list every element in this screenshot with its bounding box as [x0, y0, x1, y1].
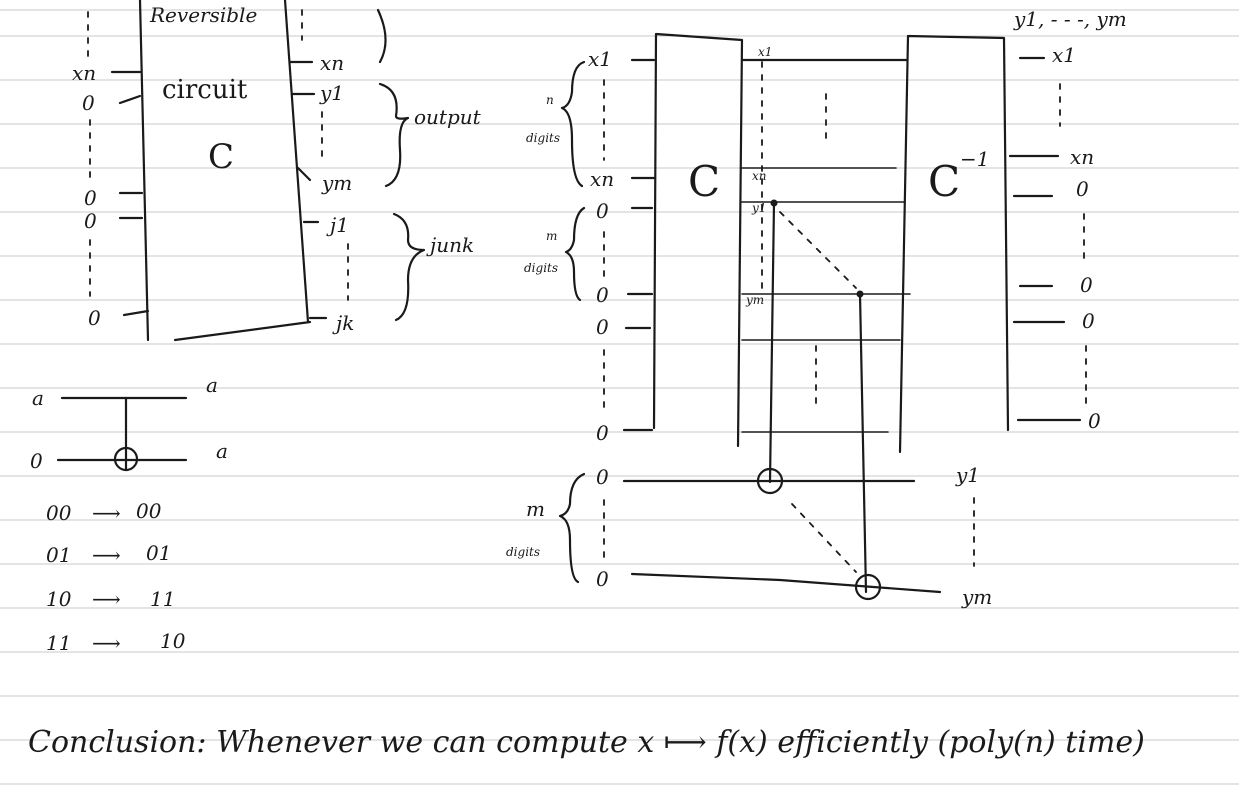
output-zero-4: 0 [1088, 409, 1101, 433]
cnot-target-out: a [216, 439, 228, 463]
cnot-control-in: a [32, 386, 44, 410]
junk-brace-label: junk [426, 233, 474, 257]
bottom-brace-m-label: m [526, 497, 545, 521]
ancilla-zero-2: 0 [596, 567, 609, 591]
junk-brace [392, 212, 426, 322]
output-y1: y1 [955, 463, 980, 487]
truth-row-3-out: 11 [150, 587, 175, 611]
svg-text:⟶: ⟶ [92, 543, 121, 567]
top-right-label: y1, - - -, ym [1013, 7, 1127, 31]
truth-row-4-in: 11 [46, 631, 71, 655]
input-xn: xn [590, 167, 614, 191]
output-zero-2: 0 [1080, 273, 1093, 297]
cnot-target-y1 [756, 467, 784, 495]
bottom-brace-m [558, 472, 586, 584]
left-box-title-top: Reversible [149, 3, 257, 27]
box-cinv-label: C [928, 157, 960, 206]
truth-row-1-out: 00 [136, 499, 162, 523]
left-output-jk: jk [332, 311, 354, 335]
truth-row-2-out: 01 [146, 541, 171, 565]
brace-m-sub: digits [524, 261, 558, 275]
svg-text:⟶: ⟶ [92, 501, 121, 525]
truth-row-4-out: 10 [160, 629, 186, 653]
cnot-target-oplus [113, 446, 139, 472]
svg-text:⟶: ⟶ [92, 587, 121, 611]
ancilla-zero-1: 0 [596, 465, 609, 489]
box-cinv-sup: −1 [960, 147, 989, 171]
left-output-xn: xn [320, 51, 344, 75]
brace-n-sub: digits [526, 131, 560, 145]
conclusion-text: Conclusion: Whenever we can compute x ⟼ … [28, 725, 1145, 760]
brace-n-label: n [546, 93, 554, 107]
cnot-target-ym [854, 573, 882, 601]
input-zero-3: 0 [596, 315, 609, 339]
output-x1: x1 [1052, 43, 1076, 67]
input-zero-1: 0 [596, 199, 609, 223]
truth-row-1-in: 00 [46, 501, 72, 525]
box-c-label: C [688, 157, 720, 206]
left-input-zero-2: 0 [84, 186, 97, 210]
bottom-brace-m-sub: digits [506, 545, 540, 559]
svg-text:⟶: ⟶ [92, 631, 121, 655]
input-zero-2: 0 [596, 283, 609, 307]
output-xn: xn [1070, 145, 1094, 169]
brace-m [564, 206, 586, 302]
output-zero-3: 0 [1082, 309, 1095, 333]
box-c [652, 32, 744, 448]
input-zero-4: 0 [596, 421, 609, 445]
left-input-zero-1: 0 [82, 91, 95, 115]
cnot-target-in: 0 [30, 449, 43, 473]
output-zero-1: 0 [1076, 177, 1089, 201]
wire-x1: x1 [758, 45, 772, 59]
left-reversible-circuit: Reversible circuit C xn 0 0 0 0 xn y1 ym… [72, 0, 482, 342]
left-output-y1: y1 [319, 81, 344, 105]
right-uncompute-circuit: y1, - - -, ym C C −1 x1 xn n digits 0 0 … [506, 7, 1127, 609]
left-box-name: C [208, 137, 234, 177]
left-circuit-box [138, 0, 312, 342]
truth-row-3-in: 10 [46, 587, 72, 611]
left-output-ym: ym [321, 171, 352, 195]
brace-m-label: m [546, 229, 557, 243]
output-brace [378, 82, 410, 188]
left-input-xn: xn [72, 61, 96, 85]
box-cinv [898, 34, 1010, 454]
cnot-control-out: a [206, 373, 218, 397]
cnot-truth-table: 00 ⟶ 00 01 ⟶ 01 10 ⟶ 11 11 ⟶ 10 [46, 499, 186, 655]
left-input-zero-3: 0 [84, 209, 97, 233]
truth-row-2-in: 01 [46, 543, 71, 567]
left-input-zero-4: 0 [88, 306, 101, 330]
wire-y1: y1 [751, 201, 766, 215]
cnot-gate: a a 0 a [30, 373, 228, 473]
output-ym: ym [961, 585, 992, 609]
left-box-title: circuit [162, 75, 248, 105]
output-brace-label: output [414, 105, 482, 129]
ruled-lines [0, 9, 1239, 785]
input-x1: x1 [588, 47, 612, 71]
brace-n [560, 60, 586, 188]
left-output-j1: j1 [326, 213, 349, 237]
wire-ym: ym [745, 293, 764, 307]
wire-xn: xn [752, 169, 767, 183]
